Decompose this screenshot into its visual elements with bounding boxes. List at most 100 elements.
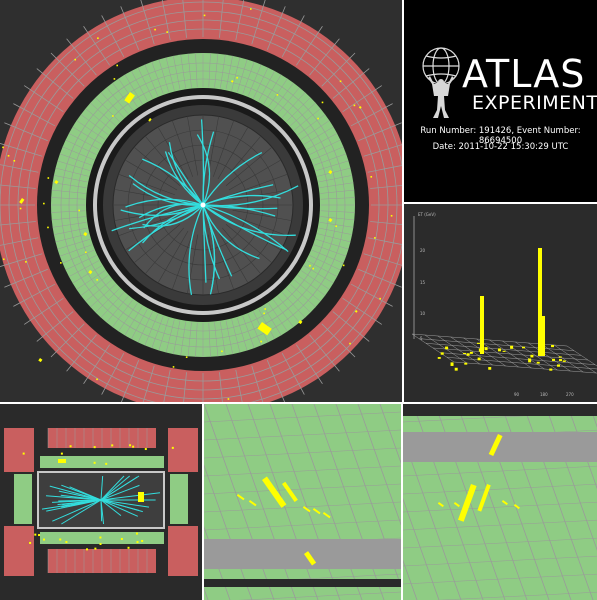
energy-hit bbox=[264, 308, 266, 310]
side-track bbox=[69, 486, 102, 501]
lego-small-bar bbox=[541, 346, 545, 350]
inner-ring-segment bbox=[158, 59, 169, 93]
lego-small-bar bbox=[454, 367, 458, 371]
energy-hit bbox=[353, 104, 356, 107]
run-event-number: Run Number: 191426, Event Number: 866945… bbox=[420, 126, 581, 146]
inner-ring-segment bbox=[309, 139, 341, 155]
side-hit bbox=[132, 445, 135, 448]
particle-track bbox=[196, 134, 211, 206]
lego-small-bar bbox=[437, 357, 441, 359]
event-date: Date: 2011-10-22 15:30:29 UTC bbox=[432, 142, 569, 152]
inner-ring-segment bbox=[59, 244, 92, 257]
outer-ring-layer bbox=[8, 10, 398, 400]
particle-track bbox=[202, 184, 274, 206]
side-hit bbox=[127, 546, 130, 549]
inner-ring-segment bbox=[124, 306, 143, 336]
lego-floor-line bbox=[446, 357, 597, 370]
inner-ring-segment bbox=[85, 108, 112, 131]
energy-hit bbox=[60, 262, 62, 264]
inner-ring-segment bbox=[144, 313, 159, 346]
energy-hit bbox=[74, 58, 77, 61]
energy-deposit bbox=[19, 198, 25, 204]
inner-ring-segment bbox=[311, 146, 344, 161]
energy-deposit bbox=[54, 180, 59, 185]
inner-ring-segment bbox=[273, 82, 294, 111]
inner-ring-segment bbox=[173, 320, 181, 355]
zoom-grid-line bbox=[403, 498, 440, 600]
tracker-layer bbox=[127, 129, 279, 281]
side-hit bbox=[43, 538, 46, 541]
inner-ring-segment bbox=[247, 64, 262, 97]
energy-hit bbox=[312, 267, 315, 270]
zoom-grid-line bbox=[403, 555, 597, 567]
lego-phi-tick-270: 270 bbox=[566, 392, 574, 397]
end-view-display bbox=[0, 0, 402, 402]
inner-ring-layer bbox=[76, 78, 330, 332]
energy-hit bbox=[321, 101, 324, 104]
side-track bbox=[100, 499, 105, 525]
particle-track bbox=[202, 151, 263, 206]
inner-ring-segment bbox=[124, 74, 143, 104]
inner-ring-segment bbox=[277, 87, 300, 114]
particle-track bbox=[125, 198, 204, 208]
side-hit bbox=[144, 448, 147, 451]
side-hit bbox=[38, 534, 41, 537]
side-endcap-right-top bbox=[168, 428, 198, 472]
side-endcap-left-bottom bbox=[4, 526, 34, 576]
inner-ring-segment bbox=[68, 133, 100, 150]
inner-ring-segment bbox=[95, 97, 120, 122]
energy-hit bbox=[47, 177, 50, 179]
zoom-deposit bbox=[304, 551, 317, 566]
inner-ring-segment bbox=[315, 239, 349, 250]
inner-ring-layer bbox=[60, 62, 346, 348]
inner-ring-segment bbox=[268, 302, 288, 332]
inner-ring-segment bbox=[315, 160, 349, 171]
lego-small-bar bbox=[556, 364, 560, 367]
energy-hit bbox=[309, 264, 311, 267]
lego-small-bar bbox=[530, 354, 534, 358]
zoom-hit bbox=[322, 511, 331, 519]
atlas-subtitle: EXPERIMENT bbox=[472, 92, 597, 114]
zoom-grid-line bbox=[238, 591, 401, 600]
particle-track bbox=[164, 151, 204, 206]
particle-track bbox=[132, 183, 204, 206]
energy-hit bbox=[276, 94, 279, 96]
energy-hit bbox=[172, 366, 175, 368]
side-hit bbox=[135, 532, 138, 535]
inner-ring-segment bbox=[59, 153, 92, 166]
inner-ring-segment bbox=[237, 59, 248, 93]
lego-small-bar bbox=[528, 358, 532, 363]
side-hit bbox=[60, 452, 63, 455]
zoom-hit bbox=[302, 505, 311, 513]
zoom-hit bbox=[312, 508, 321, 515]
solenoid-ring bbox=[93, 95, 313, 315]
side-hit bbox=[94, 547, 97, 550]
side-deposit bbox=[58, 459, 66, 463]
inner-ring-segment bbox=[309, 255, 341, 271]
lego-floor-line bbox=[432, 347, 589, 361]
inner-ring-segment bbox=[72, 265, 102, 284]
side-hit bbox=[34, 533, 37, 536]
zoom-deposit bbox=[262, 476, 287, 508]
zoom-gray-band bbox=[204, 539, 401, 569]
side-hit bbox=[93, 461, 96, 464]
energy-hit bbox=[185, 356, 188, 358]
inner-ring-segment bbox=[80, 114, 109, 135]
side-hit bbox=[22, 452, 25, 455]
inner-ring-segment bbox=[282, 292, 306, 318]
lego-floor-line bbox=[439, 352, 596, 365]
inner-ring-segment bbox=[180, 54, 186, 89]
zoom-hit bbox=[248, 500, 257, 507]
side-hit bbox=[111, 444, 114, 447]
side-track bbox=[100, 499, 122, 517]
inner-ring-segment bbox=[52, 182, 87, 188]
zoom-grid-line bbox=[204, 447, 401, 459]
outer-ring-layer bbox=[17, 19, 389, 391]
inner-ring-segment bbox=[80, 275, 109, 296]
lego-bar bbox=[542, 316, 545, 356]
inner-ring-segment bbox=[220, 54, 226, 89]
end-view-panel bbox=[0, 0, 402, 402]
lego-small-bar bbox=[440, 352, 444, 355]
inner-ring-segment bbox=[131, 70, 148, 102]
side-hit bbox=[69, 445, 72, 448]
